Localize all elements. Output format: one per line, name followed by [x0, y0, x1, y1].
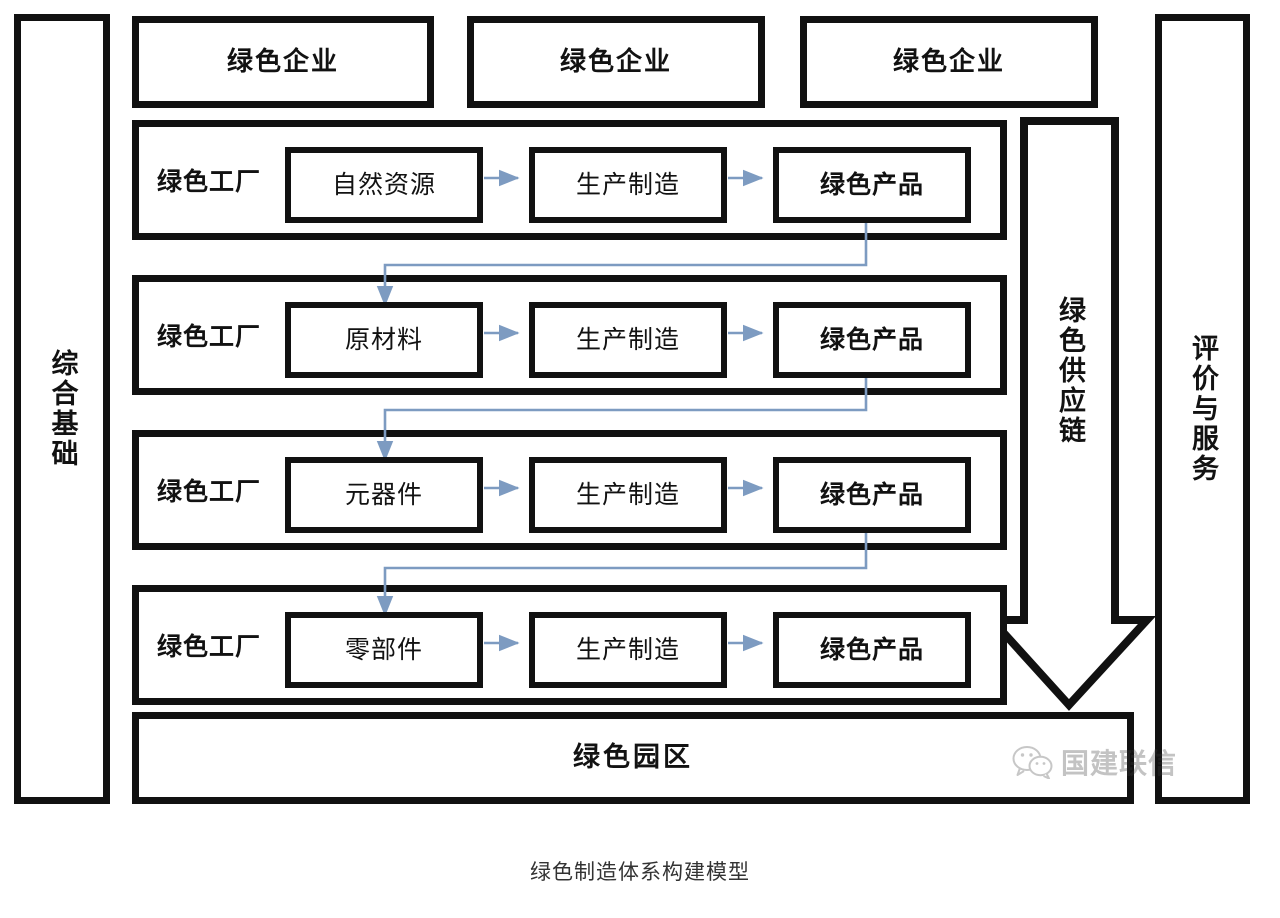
factory-row-3-input-label: 元器件	[344, 480, 423, 510]
factory-row-1-tag: 绿色工厂	[157, 167, 262, 196]
enterprise-box-3[interactable]: 绿色企业	[800, 16, 1098, 108]
factory-row-4-process-node[interactable]: 生产制造	[529, 612, 727, 688]
factory-row-4-input-node[interactable]: 零部件	[285, 612, 483, 688]
factory-row-1-input-node[interactable]: 自然资源	[285, 147, 483, 223]
supply-chain-arrow-label-wrap: 绿色供应链	[1024, 121, 1115, 620]
enterprise-label-3: 绿色企业	[892, 46, 1005, 77]
enterprise-box-1[interactable]: 绿色企业	[132, 16, 434, 108]
factory-row-1-output-node[interactable]: 绿色产品	[773, 147, 971, 223]
factory-row-2-process-label: 生产制造	[575, 325, 680, 355]
green-park-box[interactable]: 绿色园区	[132, 712, 1134, 804]
enterprise-label-1: 绿色企业	[226, 46, 339, 77]
factory-row-1: 绿色工厂 自然资源 生产制造 绿色产品	[132, 120, 1007, 240]
factory-row-3-process-node[interactable]: 生产制造	[529, 457, 727, 533]
factory-row-2-tag: 绿色工厂	[157, 322, 262, 351]
watermark-text: 国建联信	[1061, 747, 1178, 780]
factory-row-2-input-node[interactable]: 原材料	[285, 302, 483, 378]
factory-row-4-process-label: 生产制造	[575, 635, 680, 665]
factory-row-1-input-label: 自然资源	[331, 170, 436, 200]
supply-chain-arrow-label: 绿色供应链	[1054, 295, 1085, 446]
enterprise-box-2[interactable]: 绿色企业	[467, 16, 765, 108]
factory-row-4-input-label: 零部件	[344, 635, 423, 665]
factory-row-4-output-node[interactable]: 绿色产品	[773, 612, 971, 688]
factory-row-1-process-node[interactable]: 生产制造	[529, 147, 727, 223]
factory-row-1-output-label: 绿色产品	[819, 170, 924, 200]
factory-row-2-process-node[interactable]: 生产制造	[529, 302, 727, 378]
factory-row-3-process-label: 生产制造	[575, 480, 680, 510]
figure-caption: 绿色制造体系构建模型	[530, 860, 750, 884]
left-pillar-comprehensive-foundation: 综合基础	[14, 14, 110, 804]
factory-row-3-output-node[interactable]: 绿色产品	[773, 457, 971, 533]
factory-row-1-process-label: 生产制造	[575, 170, 680, 200]
left-pillar-label: 综合基础	[46, 349, 78, 469]
factory-row-2-output-label: 绿色产品	[819, 325, 924, 355]
factory-row-2-output-node[interactable]: 绿色产品	[773, 302, 971, 378]
wechat-icon	[1012, 746, 1053, 779]
factory-row-3-output-label: 绿色产品	[819, 480, 924, 510]
factory-row-4: 绿色工厂 零部件 生产制造 绿色产品	[132, 585, 1007, 705]
factory-row-4-tag: 绿色工厂	[157, 632, 262, 661]
enterprise-label-2: 绿色企业	[559, 46, 672, 77]
factory-row-3: 绿色工厂 元器件 生产制造 绿色产品	[132, 430, 1007, 550]
factory-row-4-output-label: 绿色产品	[819, 635, 924, 665]
green-park-label: 绿色园区	[573, 742, 693, 774]
right-pillar-evaluation-service: 评价与服务	[1155, 14, 1250, 804]
factory-row-3-input-node[interactable]: 元器件	[285, 457, 483, 533]
factory-row-2-input-label: 原材料	[344, 325, 423, 355]
right-pillar-label: 评价与服务	[1187, 334, 1218, 484]
factory-row-2: 绿色工厂 原材料 生产制造 绿色产品	[132, 275, 1007, 395]
watermark: 国建联信	[1012, 742, 1177, 782]
factory-row-3-tag: 绿色工厂	[157, 477, 262, 506]
